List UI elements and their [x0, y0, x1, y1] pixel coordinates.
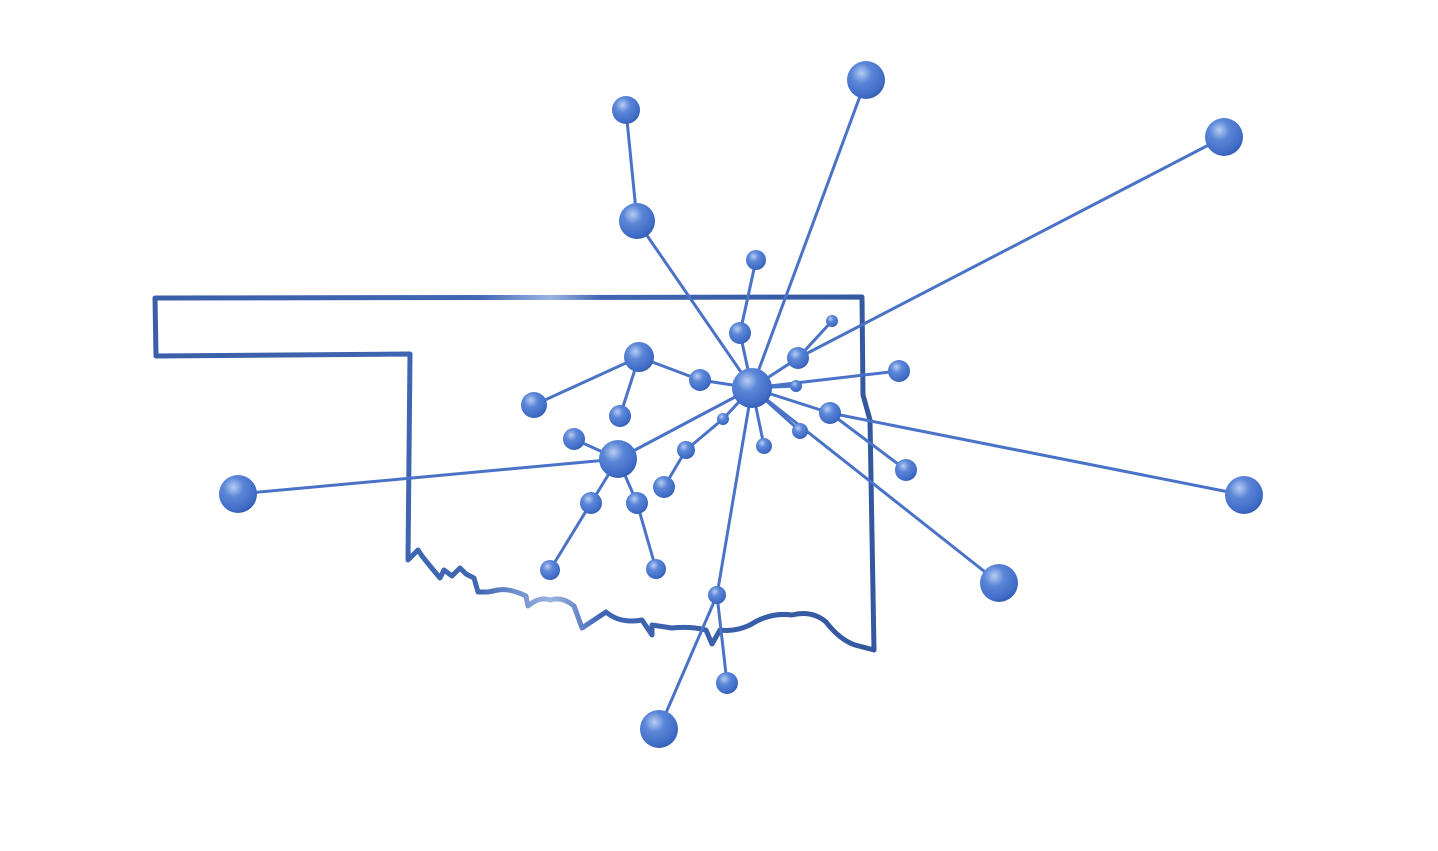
network-node-n16: [895, 459, 917, 481]
network-node-n1: [612, 96, 640, 124]
network-edge-n15-n16: [828, 411, 908, 472]
network-node-n26: [653, 476, 675, 498]
network-node-n3: [847, 61, 885, 99]
network-node-n17: [792, 423, 808, 439]
network-edge-n27-n29: [548, 501, 593, 572]
network-edge-n31-n32: [715, 593, 729, 685]
network-edge-n21-n22: [532, 355, 641, 407]
network-edge-n2-hub: [635, 219, 754, 390]
state-outline: [152, 294, 877, 653]
network-node-n8: [640, 710, 678, 748]
network-edge-n15-n6: [828, 411, 1246, 497]
network-edge-hub-n7: [750, 386, 1001, 585]
network-node-n15: [819, 402, 841, 424]
network-node-n29: [540, 560, 560, 580]
network-node-n2: [619, 203, 655, 239]
network-nodes: [219, 61, 1263, 748]
network-edge-okc-n5: [236, 457, 620, 496]
network-edge-n4-n12: [796, 135, 1226, 360]
network-edge-n9-n10: [738, 258, 758, 335]
network-node-n7: [980, 564, 1018, 602]
network-node-n19: [717, 413, 729, 425]
network-node-n11: [826, 315, 838, 327]
network-node-okc: [599, 440, 637, 478]
network-edge-n3-hub: [750, 78, 868, 390]
network-node-n18: [756, 438, 772, 454]
network-node-n13: [888, 360, 910, 382]
network-node-n24: [563, 428, 585, 450]
network-edge-hub-n31: [715, 386, 754, 597]
network-edge-n1-n2: [624, 108, 639, 223]
network-node-n21: [624, 342, 654, 372]
network-edge-n31-n8: [657, 593, 719, 731]
network-node-n20: [689, 369, 711, 391]
network-node-n5: [219, 475, 257, 513]
network-node-n28: [626, 492, 648, 514]
network-edge-hub-okc: [616, 386, 754, 461]
network-node-n23: [609, 405, 631, 427]
network-node-n4: [1205, 118, 1243, 156]
network-edge-hub-n13: [750, 369, 901, 390]
network-edge-n28-n30: [635, 501, 658, 571]
network-node-n10: [729, 322, 751, 344]
network-node-n12: [787, 347, 809, 369]
network-node-n27: [580, 492, 602, 514]
network-node-n22: [521, 392, 547, 418]
network-node-n25: [677, 441, 695, 459]
network-node-hub: [732, 368, 772, 408]
network-node-n6: [1225, 476, 1263, 514]
network-node-n30: [646, 559, 666, 579]
network-node-n14: [790, 380, 802, 392]
network-node-n9: [746, 250, 766, 270]
network-node-n31: [708, 586, 726, 604]
network-node-n32: [716, 672, 738, 694]
